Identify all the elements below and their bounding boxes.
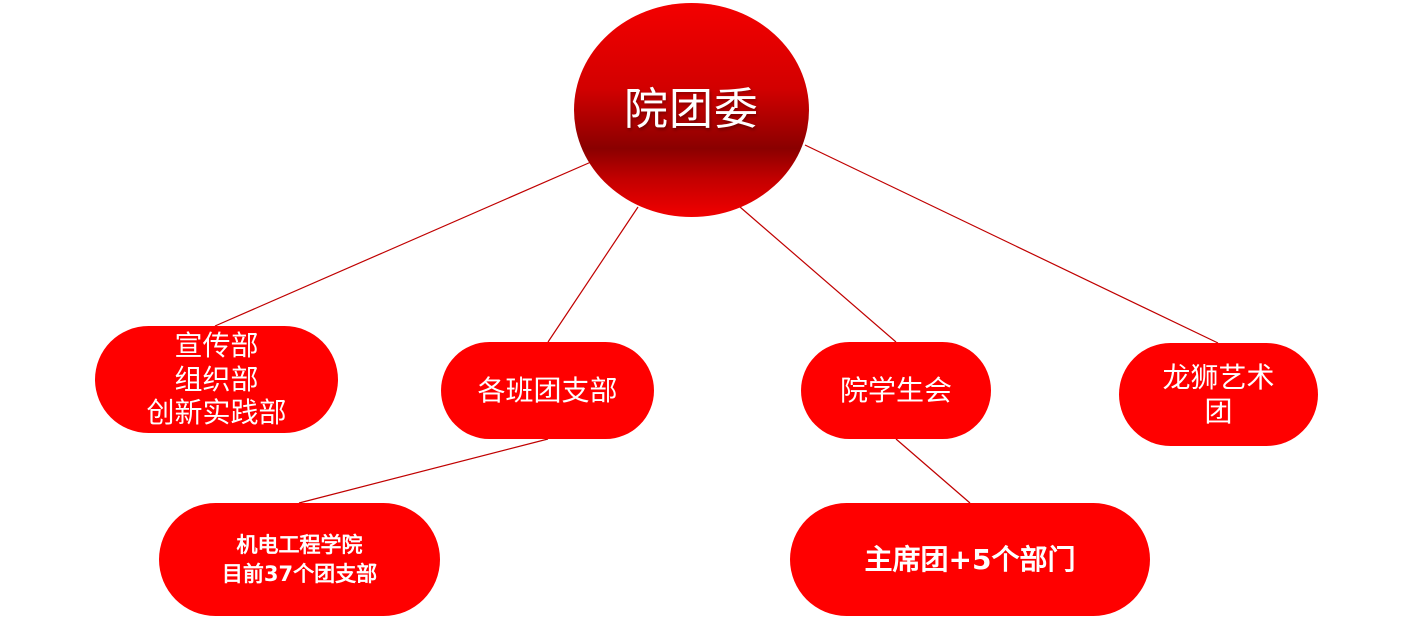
node-presidium-departments-label: 主席团+5个部门 [864,542,1076,576]
edge-branches-college [298,438,549,504]
node-college-branch-count: 机电工程学院 目前37个团支部 [159,503,440,616]
node-class-league-branches-label: 各班团支部 [477,373,618,407]
node-student-union: 院学生会 [801,342,991,439]
edge-root-union [739,206,897,343]
edge-root-propaganda [214,161,592,327]
edge-root-lion [804,144,1219,344]
edge-union-presidium [895,438,971,504]
node-college-branch-count-label: 机电工程学院 目前37个团支部 [221,533,378,586]
node-departments-label: 宣传部 组织部 创新实践部 [146,329,287,430]
node-presidium-departments: 主席团+5个部门 [790,503,1150,616]
node-dragon-lion-art-troupe: 龙狮艺术 团 [1119,343,1318,446]
node-student-union-label: 院学生会 [839,373,952,407]
node-dragon-lion-art-troupe-label: 龙狮艺术 团 [1162,360,1275,428]
root-node-label: 院团委 [624,84,759,136]
node-class-league-branches: 各班团支部 [441,342,654,439]
node-departments: 宣传部 组织部 创新实践部 [95,326,338,433]
edge-root-branches [547,206,639,343]
root-node-youth-league-committee: 院团委 [574,3,809,217]
